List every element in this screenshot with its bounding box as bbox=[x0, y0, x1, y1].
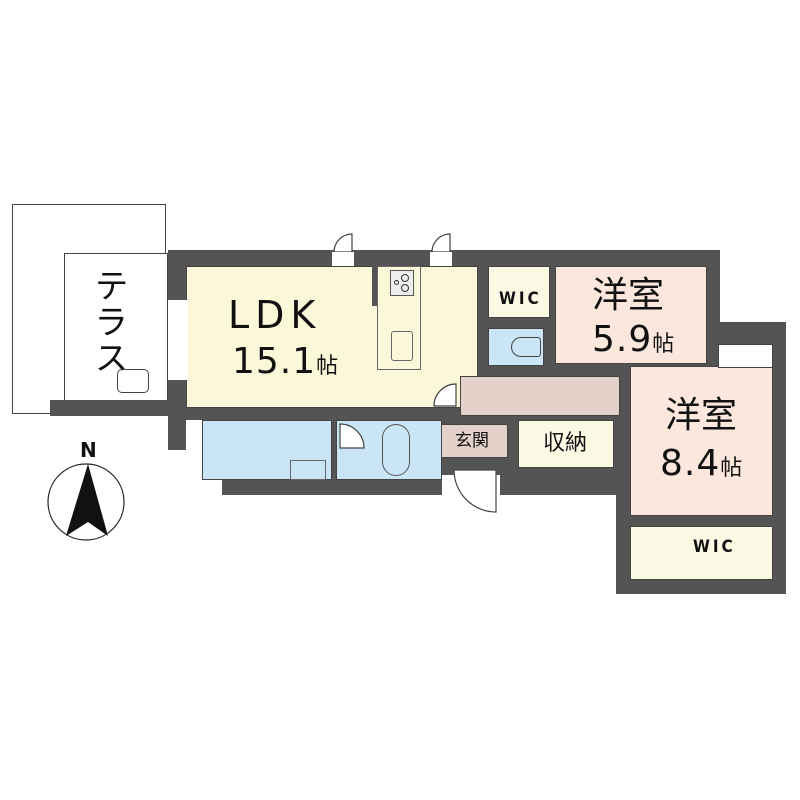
room-washroom bbox=[202, 420, 332, 480]
room-ldk bbox=[186, 266, 478, 408]
western-1-name: 洋室 bbox=[592, 275, 665, 316]
door-swing-icon bbox=[430, 233, 452, 266]
sink-icon bbox=[391, 331, 413, 361]
entrance-door-icon bbox=[453, 469, 497, 513]
door-swing-icon bbox=[339, 423, 365, 449]
stove-icon bbox=[390, 270, 414, 296]
western-2-alcove bbox=[718, 344, 773, 368]
washroom-notch bbox=[186, 420, 202, 456]
room-entrance: 玄関 bbox=[436, 424, 508, 458]
western-2-name: 洋室 bbox=[665, 395, 738, 436]
outdoor-faucet-icon bbox=[117, 369, 149, 393]
compass-north-label: N bbox=[80, 438, 97, 462]
washbasin-icon bbox=[290, 460, 326, 480]
room-toilet bbox=[488, 328, 544, 366]
compass-icon bbox=[47, 463, 125, 541]
door-swing-icon bbox=[433, 383, 457, 407]
room-wic-1: WIC bbox=[488, 266, 550, 318]
toilet-icon bbox=[511, 337, 541, 357]
ldk-name: LDK bbox=[228, 293, 322, 337]
room-storage: 収納 bbox=[518, 420, 614, 468]
ldk-notch bbox=[168, 300, 188, 380]
ldk-size: 15.1帖 bbox=[232, 341, 339, 382]
terrace: テラス bbox=[64, 253, 168, 414]
room-hallway bbox=[460, 376, 620, 416]
bathtub-icon bbox=[382, 424, 410, 476]
western-1-size: 5.9帖 bbox=[592, 319, 675, 360]
western-2-size: 8.4帖 bbox=[660, 443, 743, 484]
room-wic-2: WIC bbox=[630, 526, 773, 580]
terrace-label: テラス bbox=[88, 268, 128, 376]
room-western-2 bbox=[630, 366, 773, 516]
room-western-1 bbox=[555, 266, 707, 364]
door-swing-icon bbox=[332, 233, 354, 266]
